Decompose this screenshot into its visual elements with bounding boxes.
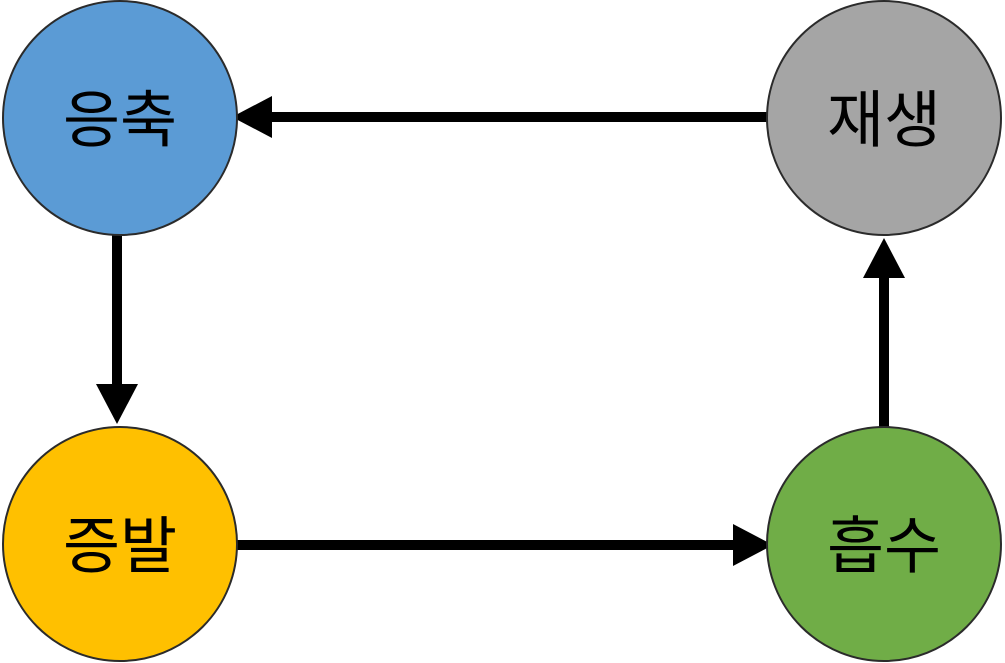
node-regeneration-circle[interactable]	[766, 0, 1002, 236]
node-condensation-circle[interactable]	[2, 0, 238, 236]
node-condensation[interactable]: 응축	[2, 0, 238, 236]
node-evaporation-circle[interactable]	[2, 426, 238, 662]
node-evaporation[interactable]: 증발	[2, 426, 238, 662]
node-regeneration-label: 재생	[827, 84, 941, 157]
node-absorption-circle[interactable]	[766, 426, 1002, 662]
edge-condensation-to-evaporation-arrowhead	[96, 384, 138, 424]
edge-absorption-to-regeneration	[863, 238, 905, 430]
node-absorption-label: 흡수	[827, 510, 941, 583]
edge-regeneration-to-condensation	[232, 96, 768, 138]
edge-evaporation-to-absorption-arrowhead	[733, 524, 773, 566]
node-absorption[interactable]: 흡수	[766, 426, 1002, 662]
node-regeneration[interactable]: 재생	[766, 0, 1002, 236]
node-evaporation-label: 증발	[63, 510, 177, 583]
edge-evaporation-to-absorption	[237, 524, 773, 566]
node-condensation-label: 응축	[63, 84, 177, 157]
edge-absorption-to-regeneration-arrowhead	[863, 238, 905, 278]
edge-regeneration-to-condensation-arrowhead	[232, 96, 272, 138]
edge-condensation-to-evaporation	[96, 232, 138, 424]
